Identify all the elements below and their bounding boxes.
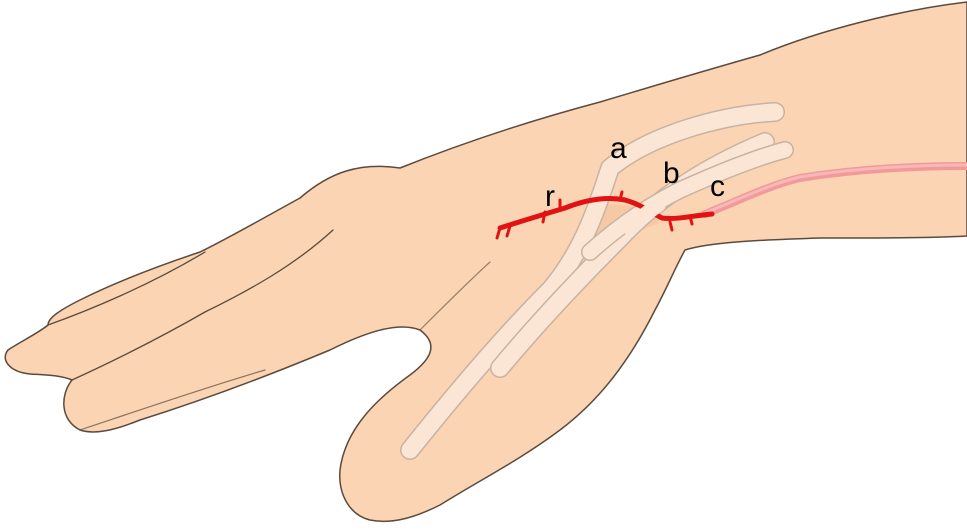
artery-branch bbox=[495, 190, 694, 240]
knuckle-crease bbox=[204, 229, 334, 313]
finger-separation-line bbox=[71, 311, 206, 381]
label-b: b bbox=[663, 157, 680, 190]
index-finger-outline bbox=[47, 251, 206, 326]
label-a: a bbox=[610, 132, 627, 165]
label-r: r bbox=[545, 180, 555, 213]
tendon-b-overlay bbox=[622, 197, 666, 236]
radial-artery-proximal-highlight bbox=[703, 163, 967, 215]
tendon-c-fill bbox=[582, 142, 793, 260]
finger-separation-line bbox=[79, 369, 266, 431]
tendon-a-fill bbox=[401, 103, 784, 459]
hand-silhouette bbox=[4, 1, 967, 523]
label-c: c bbox=[710, 170, 725, 203]
thumb-web-line bbox=[419, 261, 491, 331]
